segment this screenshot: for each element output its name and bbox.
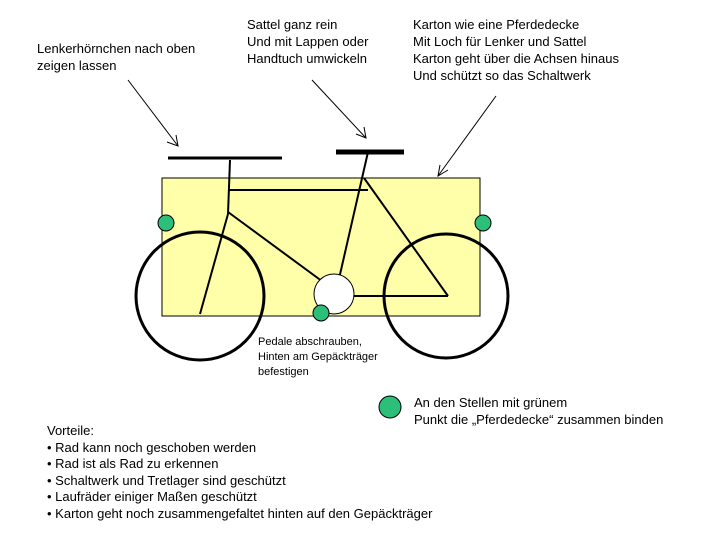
arrow-saddle bbox=[311, 79, 367, 139]
legend-green-dot bbox=[378, 395, 402, 419]
tie-point-rear bbox=[474, 214, 492, 232]
arrow-box bbox=[437, 95, 497, 177]
box-note-line: Mit Loch für Lenker und Sattel bbox=[413, 34, 587, 49]
front-wheel bbox=[134, 230, 266, 362]
green-points-note-line: Punkt die „Pferdedecke“ zusammen binden bbox=[414, 412, 664, 427]
handlebar-note-line: Lenkerhörnchen nach oben bbox=[37, 41, 196, 56]
advantage-text: Rad ist als Rad zu erkennen bbox=[55, 456, 219, 472]
tie-point-front bbox=[157, 214, 175, 232]
pedals-note-line: Hinten am Gepäckträger bbox=[258, 351, 378, 363]
pedals-note: Pedale abschrauben, Hinten am Gepäckträg… bbox=[258, 335, 378, 380]
saddle-note-line: Handtuch umwickeln bbox=[247, 51, 367, 66]
advantage-item: Rad kann noch geschoben werden bbox=[47, 440, 432, 457]
handlebar-note: Lenkerhörnchen nach oben zeigen lassen bbox=[37, 40, 195, 74]
pedals-note-line: Pedale abschrauben, bbox=[258, 336, 362, 348]
advantage-item: Karton geht noch zusammengefaltet hinten… bbox=[47, 506, 432, 523]
arrow-saddle-head bbox=[355, 126, 367, 139]
advantage-text: Rad kann noch geschoben werden bbox=[55, 439, 257, 455]
advantages-list: Vorteile: Rad kann noch geschoben werden… bbox=[47, 423, 432, 523]
advantage-item: Laufräder einiger Maßen geschützt bbox=[47, 489, 432, 506]
advantage-item: Rad ist als Rad zu erkennen bbox=[47, 456, 432, 473]
arrow-handlebar bbox=[127, 79, 179, 147]
bottom-bracket-hole bbox=[313, 273, 355, 315]
box-note-line: Und schützt so das Schaltwerk bbox=[413, 68, 591, 83]
tie-point-bottom bbox=[312, 304, 330, 322]
advantages-heading: Vorteile: bbox=[47, 423, 94, 438]
advantage-text: Karton geht noch zusammengefaltet hinten… bbox=[55, 505, 433, 521]
handlebar-note-line: zeigen lassen bbox=[37, 58, 117, 73]
pedals-note-line: befestigen bbox=[258, 366, 309, 378]
green-points-note: An den Stellen mit grünem Punkt die „Pfe… bbox=[414, 394, 663, 428]
arrow-box-head bbox=[437, 164, 449, 177]
saddle-note-line: Und mit Lappen oder bbox=[247, 34, 369, 49]
advantage-item: Schaltwerk und Tretlager sind geschützt bbox=[47, 473, 432, 490]
green-points-note-line: An den Stellen mit grünem bbox=[414, 395, 568, 410]
arrow-handlebar-head bbox=[166, 134, 179, 147]
advantage-text: Schaltwerk und Tretlager sind geschützt bbox=[55, 472, 286, 488]
advantage-text: Laufräder einiger Maßen geschützt bbox=[55, 489, 257, 505]
saddle-note: Sattel ganz rein Und mit Lappen oder Han… bbox=[247, 16, 368, 67]
box-note-line: Karton wie eine Pferdedecke bbox=[413, 17, 580, 32]
box-note-line: Karton geht über die Achsen hinaus bbox=[413, 51, 619, 66]
box-note: Karton wie eine Pferdedecke Mit Loch für… bbox=[413, 16, 619, 84]
bike-frame bbox=[199, 151, 449, 315]
saddle-note-line: Sattel ganz rein bbox=[247, 17, 338, 32]
